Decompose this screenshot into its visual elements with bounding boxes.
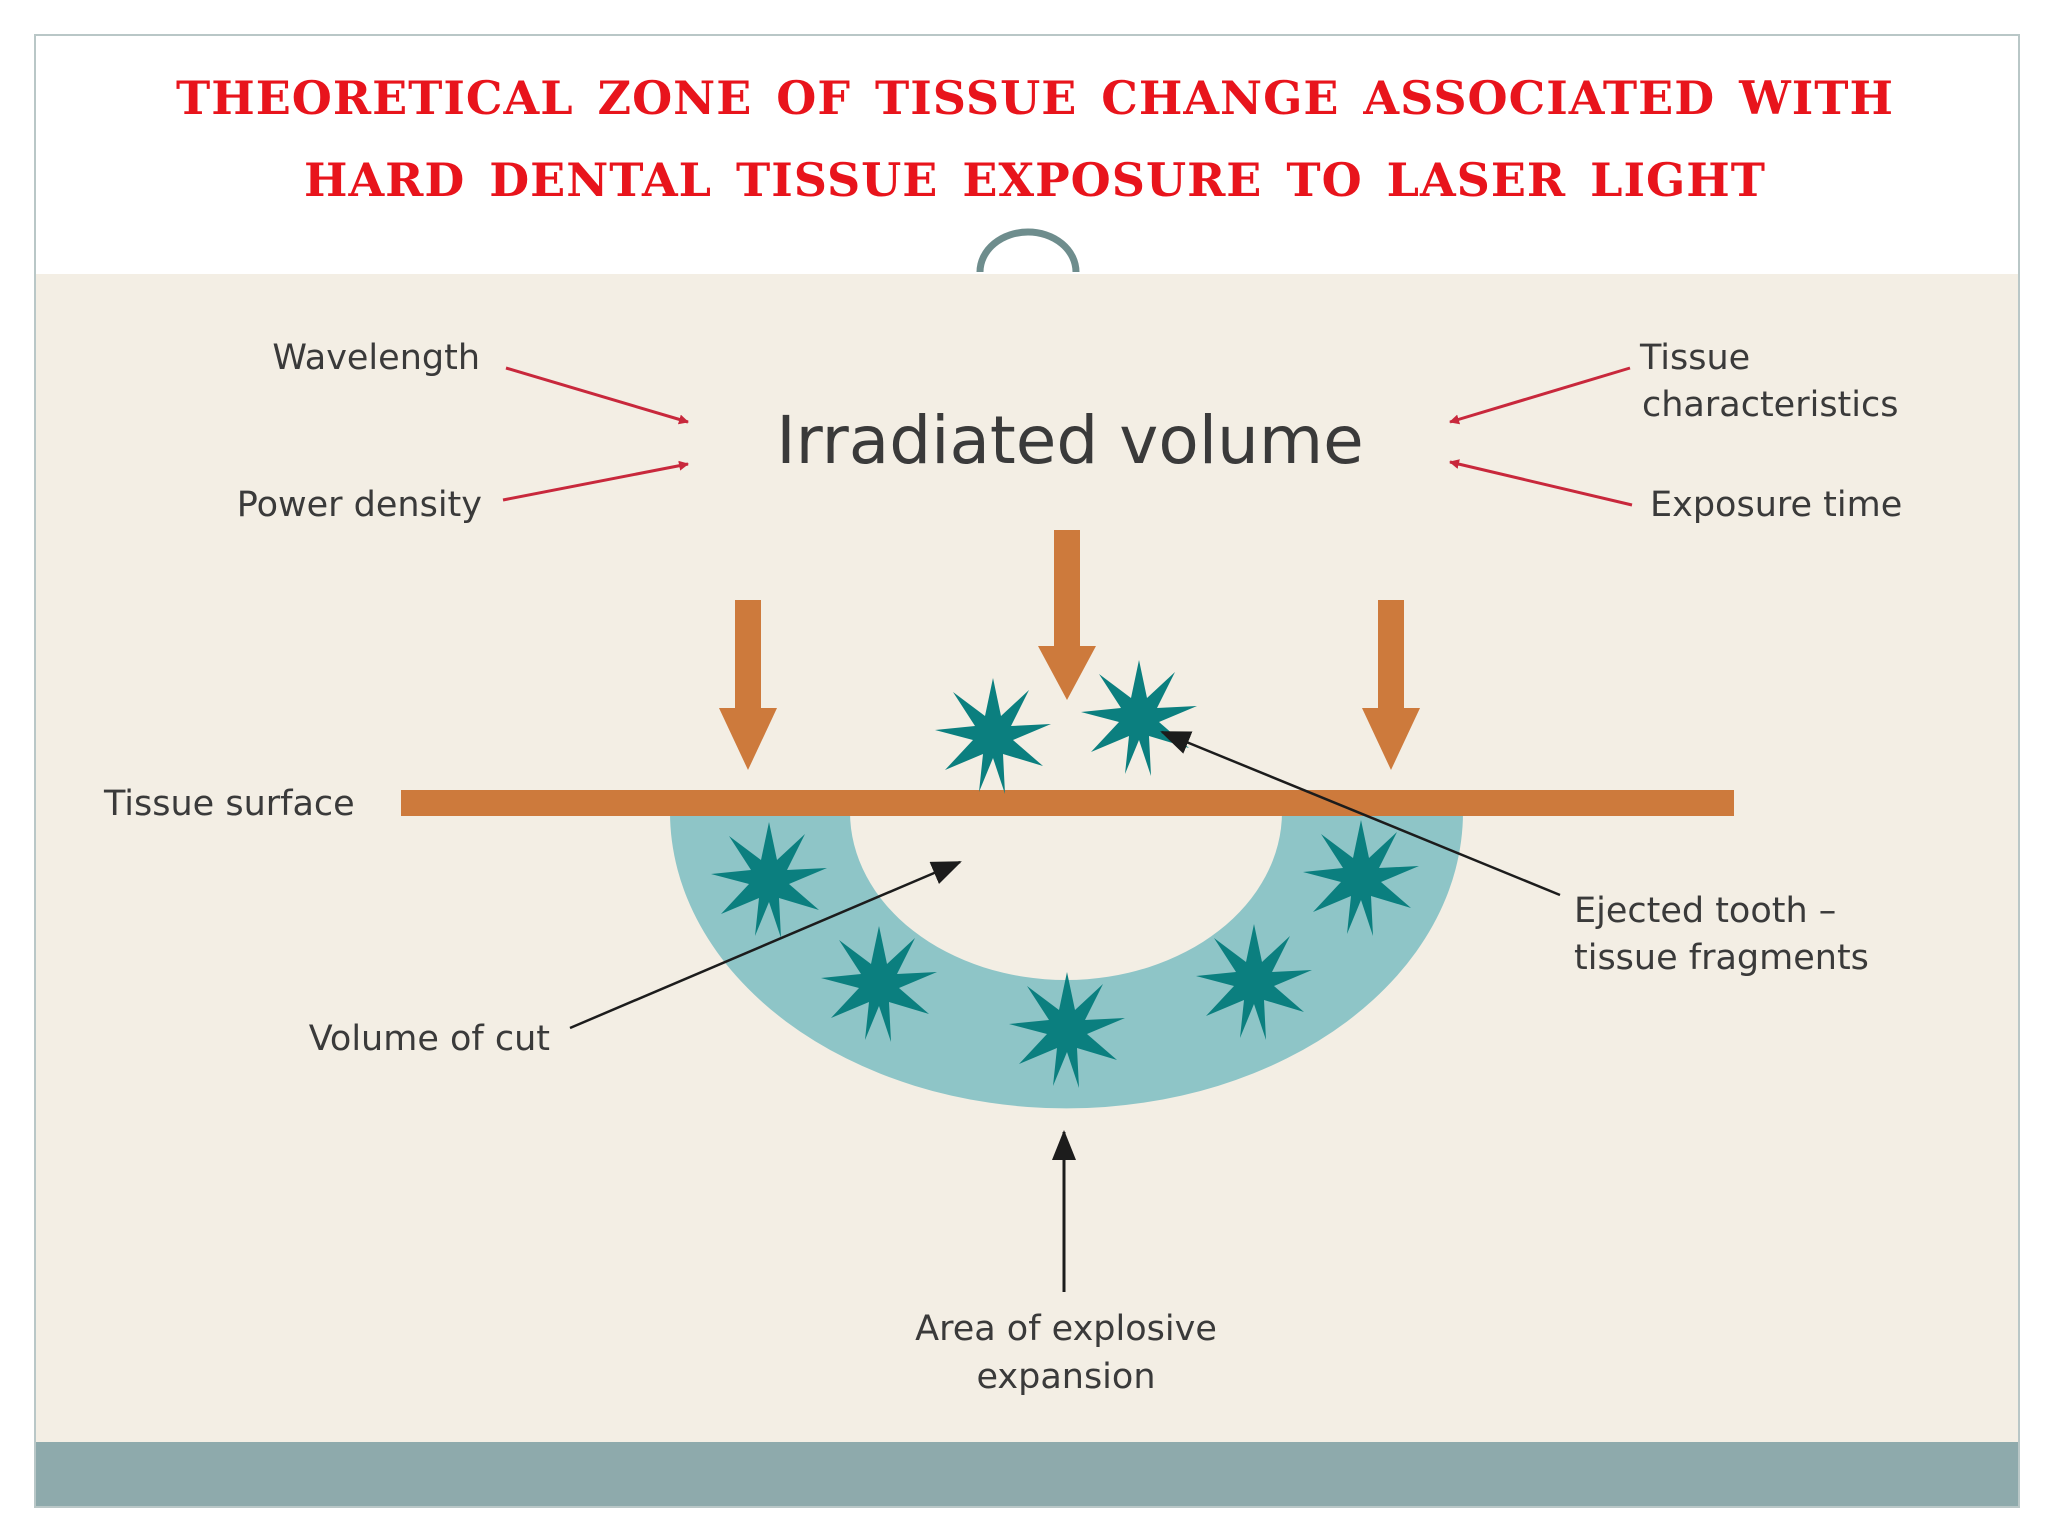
tissue-surface-bar bbox=[401, 790, 1734, 816]
tissue-surface-label: Tissue surface bbox=[103, 784, 355, 824]
ejected-fragment bbox=[1081, 660, 1197, 776]
zone-fragment bbox=[821, 926, 937, 1042]
volume-of-cut-pointer bbox=[569, 860, 962, 1030]
laser-arrow-right bbox=[1362, 600, 1420, 770]
zone-fragment bbox=[1009, 972, 1125, 1088]
zone-fragment bbox=[1196, 924, 1312, 1040]
ejected-fragments-pointer bbox=[1160, 730, 1561, 897]
diagram-panel bbox=[36, 274, 2018, 1442]
zone-fragment bbox=[711, 822, 827, 938]
power-density-arrow bbox=[502, 460, 689, 502]
tissue-characteristics-label-1: Tissue bbox=[1639, 338, 1750, 378]
ejected-fragments-label-1: Ejected tooth – bbox=[1574, 891, 1836, 931]
irradiated-volume-label: Irradiated volume bbox=[776, 402, 1364, 479]
power-density-label: Power density bbox=[237, 485, 482, 525]
title-line-2: hard dental tissue exposure to laser lig… bbox=[304, 134, 1766, 212]
laser-arrow-left bbox=[719, 600, 777, 770]
exposure-time-arrow bbox=[1449, 459, 1633, 507]
zone-fragment bbox=[1303, 820, 1419, 936]
laser-arrow-center bbox=[1038, 530, 1096, 700]
explosive-expansion-label-1: Area of explosive bbox=[915, 1309, 1217, 1349]
decorative-ring bbox=[976, 228, 1080, 273]
ejected-fragment bbox=[935, 678, 1051, 794]
tissue-characteristics-label-2: characteristics bbox=[1642, 385, 1898, 425]
wavelength-arrow bbox=[505, 366, 689, 425]
tissue-characteristics-arrow bbox=[1449, 366, 1631, 425]
wavelength-label: Wavelength bbox=[272, 338, 480, 378]
footer-band bbox=[36, 1442, 2018, 1506]
explosive-expansion-label-2: expansion bbox=[976, 1357, 1155, 1397]
slide-title: Theoretical zone of tissue change associ… bbox=[60, 50, 2010, 214]
volume-of-cut-label: Volume of cut bbox=[309, 1019, 550, 1059]
title-line-1: Theoretical zone of tissue change associ… bbox=[176, 52, 1894, 130]
ejected-fragments-label-2: tissue fragments bbox=[1574, 938, 1869, 978]
exposure-time-label: Exposure time bbox=[1650, 485, 1902, 525]
